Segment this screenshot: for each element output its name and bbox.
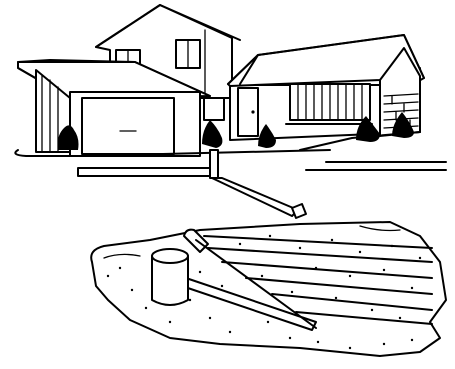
house bbox=[15, 5, 446, 218]
soil-cutaway bbox=[91, 222, 446, 356]
septic-system bbox=[91, 222, 446, 356]
garage-door bbox=[82, 98, 174, 154]
drain-pipe bbox=[78, 150, 306, 218]
septic-tank bbox=[152, 249, 188, 305]
right-wing bbox=[204, 35, 424, 140]
shrub bbox=[202, 120, 222, 148]
front-door bbox=[238, 88, 258, 136]
